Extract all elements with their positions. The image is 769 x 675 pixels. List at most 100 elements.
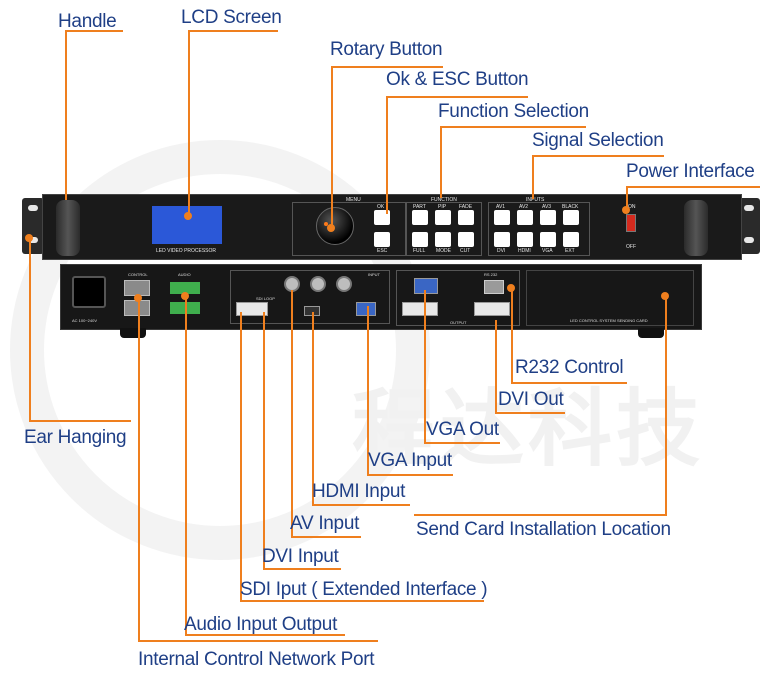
leader-dviin bbox=[263, 312, 265, 570]
input-button-dvi[interactable] bbox=[494, 232, 510, 247]
av-input-bnc bbox=[336, 276, 352, 292]
watermark-text: 程达科技 bbox=[352, 380, 705, 478]
leader-dviout bbox=[495, 320, 497, 414]
function-button-cut[interactable] bbox=[458, 232, 474, 247]
label-handle: Handle bbox=[58, 11, 117, 32]
leader-sendcard bbox=[665, 296, 667, 516]
leader-ear-dot bbox=[25, 234, 33, 242]
leader-audio bbox=[185, 634, 345, 636]
ear-hole bbox=[744, 237, 754, 243]
leader-r232-dot bbox=[507, 284, 515, 292]
rs232-caption: RS 232 bbox=[484, 272, 498, 277]
front-panel: LED VIDEO PROCESSOR MENU OK ESC FUNCTION… bbox=[22, 190, 760, 262]
label-function-selection: Function Selection bbox=[438, 101, 589, 122]
leader-lcd-dot bbox=[184, 212, 192, 220]
rear-body bbox=[60, 264, 702, 330]
function-button-full[interactable] bbox=[412, 232, 428, 247]
leader-sendcard-dot bbox=[661, 292, 669, 300]
menu-panel bbox=[292, 202, 406, 256]
leader-signal bbox=[532, 155, 664, 157]
function-label-full: FULL bbox=[413, 248, 426, 254]
input-button-av3[interactable] bbox=[540, 210, 556, 225]
ac-inlet bbox=[72, 276, 106, 308]
input-label-hdmi: HDMI bbox=[518, 248, 531, 254]
rear-panel: AC 100~240V CONTROL AUDIO INPUT SDI LOOP… bbox=[60, 262, 702, 340]
front-body bbox=[42, 194, 742, 260]
leader-vgain bbox=[367, 306, 369, 476]
audio-caption: AUDIO bbox=[178, 272, 191, 277]
leader-hdmi bbox=[312, 504, 410, 506]
label-ok-esc-button: Ok & ESC Button bbox=[386, 69, 529, 90]
leader-sendcard bbox=[414, 514, 667, 516]
rotary-knob[interactable] bbox=[316, 207, 354, 245]
leader-power bbox=[626, 186, 628, 210]
function-button-mode[interactable] bbox=[435, 232, 451, 247]
vga-input-port bbox=[356, 302, 376, 316]
leader-sdi bbox=[240, 312, 242, 602]
dvi-input-port bbox=[236, 302, 268, 316]
label-sdi-input: SDI Iput ( Extended Interface ) bbox=[240, 579, 488, 600]
function-caption: FUNCTION bbox=[431, 197, 457, 203]
input-label-av3: AV3 bbox=[542, 204, 552, 210]
ok-caption: OK bbox=[377, 204, 385, 210]
esc-caption: ESC bbox=[377, 248, 388, 254]
send-card-slot bbox=[526, 270, 694, 326]
function-label-mode: MODE bbox=[436, 248, 451, 254]
leader-ear bbox=[29, 238, 31, 422]
leader-vgaout bbox=[424, 442, 500, 444]
leader-lcd bbox=[188, 30, 190, 215]
output-caption: OUTPUT bbox=[450, 320, 467, 325]
label-av-input: AV Input bbox=[290, 513, 360, 534]
rs232-port bbox=[484, 280, 504, 294]
control-caption: CONTROL bbox=[128, 272, 148, 277]
function-button-part[interactable] bbox=[412, 210, 428, 225]
lcd-caption: LED VIDEO PROCESSOR bbox=[156, 248, 217, 254]
label-ear-hanging: Ear Hanging bbox=[24, 427, 127, 448]
label-lcd-screen: LCD Screen bbox=[181, 7, 282, 28]
input-button-vga[interactable] bbox=[540, 232, 556, 247]
input-button-black[interactable] bbox=[563, 210, 579, 225]
input-label-av1: AV1 bbox=[496, 204, 506, 210]
network-port-bottom bbox=[124, 300, 150, 316]
function-label-pip: PIP bbox=[438, 204, 447, 210]
label-dvi-input: DVI Input bbox=[262, 546, 339, 567]
ac-caption: AC 100~240V bbox=[72, 318, 98, 323]
power-switch[interactable] bbox=[626, 214, 636, 232]
leader-audio bbox=[185, 296, 187, 636]
inputs-panel bbox=[488, 202, 590, 256]
leader-function bbox=[440, 126, 442, 198]
leader-av bbox=[291, 536, 361, 538]
label-signal-selection: Signal Selection bbox=[532, 130, 664, 151]
send-card-caption: LED CONTROL SYSTEM SENDING CARD bbox=[570, 318, 648, 323]
sdi-loop-caption: SDI LOOP bbox=[256, 296, 275, 301]
function-button-fade[interactable] bbox=[458, 210, 474, 225]
power-on-caption: ON bbox=[628, 204, 636, 210]
label-network-port: Internal Control Network Port bbox=[138, 649, 375, 670]
input-button-hdmi[interactable] bbox=[517, 232, 533, 247]
function-panel bbox=[406, 202, 482, 256]
leader-ear bbox=[29, 420, 131, 422]
input-label-ext: EXT bbox=[565, 248, 575, 254]
leader-power bbox=[626, 186, 760, 188]
input-button-av1[interactable] bbox=[494, 210, 510, 225]
function-label-fade: FADE bbox=[459, 204, 473, 210]
vga-output-port bbox=[414, 278, 438, 294]
leader-dviout bbox=[495, 412, 565, 414]
leader-signal bbox=[532, 155, 534, 199]
input-label-black: BLACK bbox=[562, 204, 579, 210]
input-button-ext[interactable] bbox=[563, 232, 579, 247]
av-input-bnc bbox=[310, 276, 326, 292]
input-button-av2[interactable] bbox=[517, 210, 533, 225]
left-handle bbox=[56, 200, 80, 256]
function-button-pip[interactable] bbox=[435, 210, 451, 225]
right-ear bbox=[738, 198, 760, 254]
leader-dviin bbox=[263, 568, 341, 570]
esc-button[interactable] bbox=[374, 232, 390, 247]
leader-network-dot bbox=[134, 294, 142, 302]
leader-audio-dot bbox=[181, 292, 189, 300]
input-caption: INPUT bbox=[368, 272, 380, 277]
ear-hole bbox=[28, 205, 38, 211]
function-label-cut: CUT bbox=[460, 248, 471, 254]
audio-terminal-top bbox=[170, 282, 200, 294]
